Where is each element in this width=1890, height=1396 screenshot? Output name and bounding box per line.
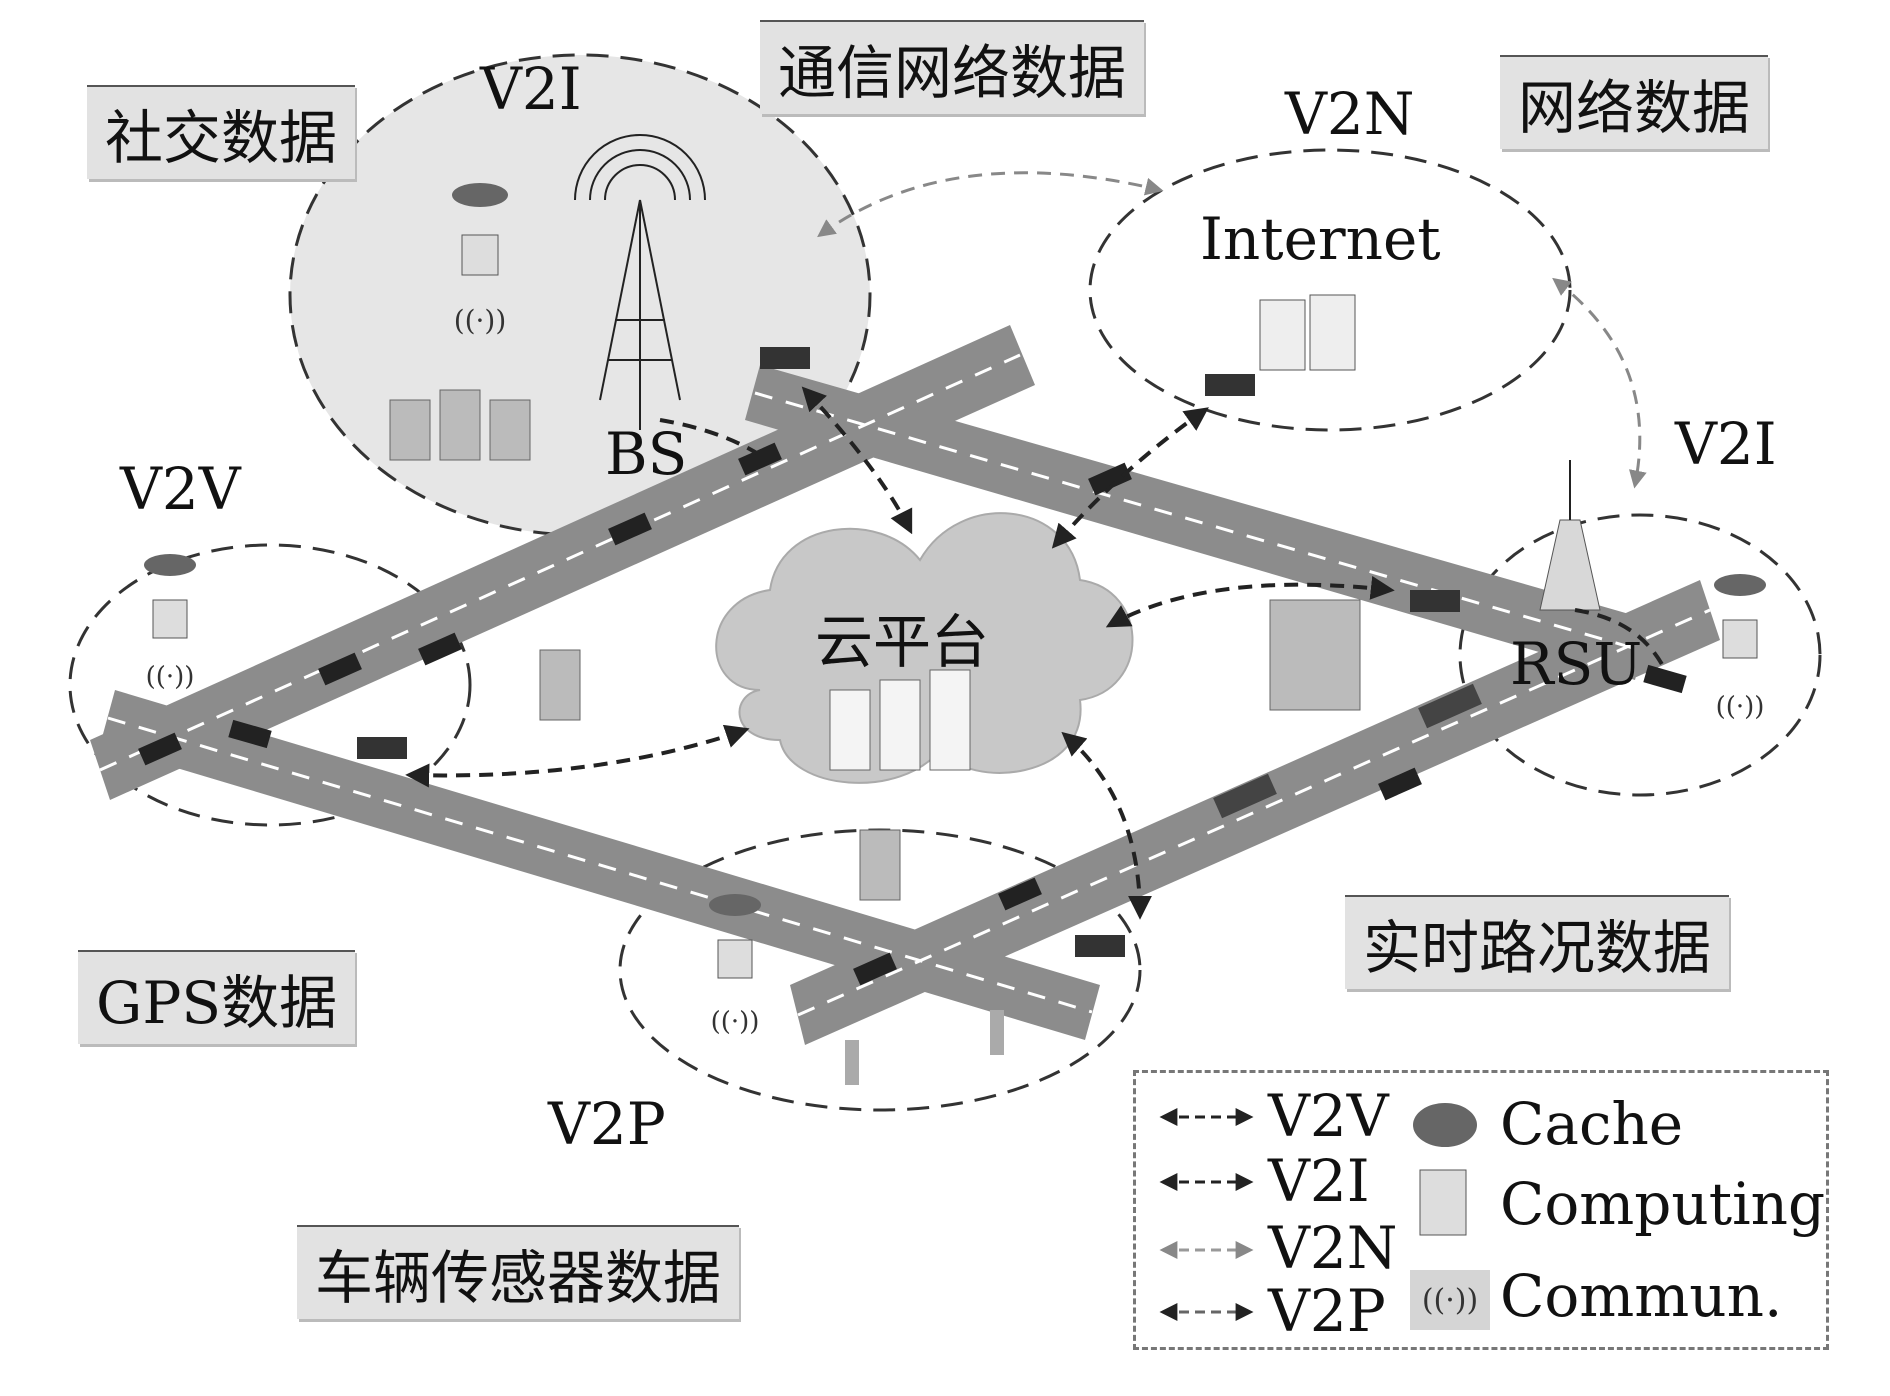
legend-v2n-label: V2N	[1268, 1214, 1398, 1282]
legend-v2i-label: V2I	[1268, 1147, 1370, 1215]
legend-cache-icon	[1413, 1103, 1477, 1147]
v2n-zone	[1088, 148, 1572, 432]
tag-social-data: 社交数据	[87, 85, 356, 179]
label-internet: Internet	[1200, 205, 1441, 273]
bs-tower	[574, 134, 706, 430]
label-v2n: V2N	[1285, 80, 1415, 148]
legend-lines	[1159, 1108, 1254, 1321]
svg-text:((·)): ((·))	[711, 1007, 760, 1037]
v2i-right-zone	[1458, 513, 1822, 797]
svg-text:((·)): ((·))	[146, 662, 195, 692]
label-rsu: RSU	[1510, 630, 1643, 698]
label-v2i-top: V2I	[480, 55, 582, 123]
legend-cache-label: Cache	[1500, 1090, 1684, 1158]
tag-realtime-traffic-data: 实时路况数据	[1345, 895, 1730, 989]
legend-icons: ((·))	[1410, 1103, 1490, 1330]
legend-commun-icon	[1410, 1270, 1490, 1330]
legend-v2p-label: V2P	[1268, 1277, 1386, 1345]
resource-icons-v2i-top: ((·))	[452, 183, 508, 337]
legend	[1133, 1070, 1829, 1350]
svg-text:((·)): ((·))	[454, 304, 507, 337]
label-v2i-right: V2I	[1675, 410, 1777, 478]
v2n-links	[817, 171, 1647, 489]
label-bs: BS	[605, 420, 688, 488]
tag-gps-data: GPS数据	[78, 950, 356, 1044]
comm-links	[405, 386, 1667, 920]
svg-text:((·)): ((·))	[1422, 1283, 1478, 1318]
internet-servers	[1259, 294, 1356, 371]
tag-network-data: 网络数据	[1500, 55, 1769, 149]
resource-icons-v2p: ((·))	[709, 894, 761, 1037]
legend-computing-icon	[1419, 1169, 1467, 1236]
legend-computing-label: Computing	[1500, 1170, 1826, 1238]
legend-v2v-label: V2V	[1268, 1082, 1389, 1150]
v2v-zone	[68, 543, 472, 827]
resource-icons-v2i-right: ((·))	[1714, 574, 1766, 722]
resource-icons-v2v: ((·))	[144, 554, 196, 692]
legend-commun-label: Commun.	[1500, 1262, 1783, 1330]
svg-text:((·)): ((·))	[1716, 692, 1765, 722]
rsu-boxes	[357, 347, 1460, 957]
label-v2v: V2V	[120, 455, 241, 523]
label-cloud-platform: 云平台	[815, 608, 990, 676]
tag-comm-network-data: 通信网络数据	[760, 20, 1145, 114]
label-v2p: V2P	[548, 1090, 666, 1158]
tag-vehicle-sensor-data: 车辆传感器数据	[297, 1225, 740, 1319]
pedestrians	[845, 1010, 1004, 1085]
